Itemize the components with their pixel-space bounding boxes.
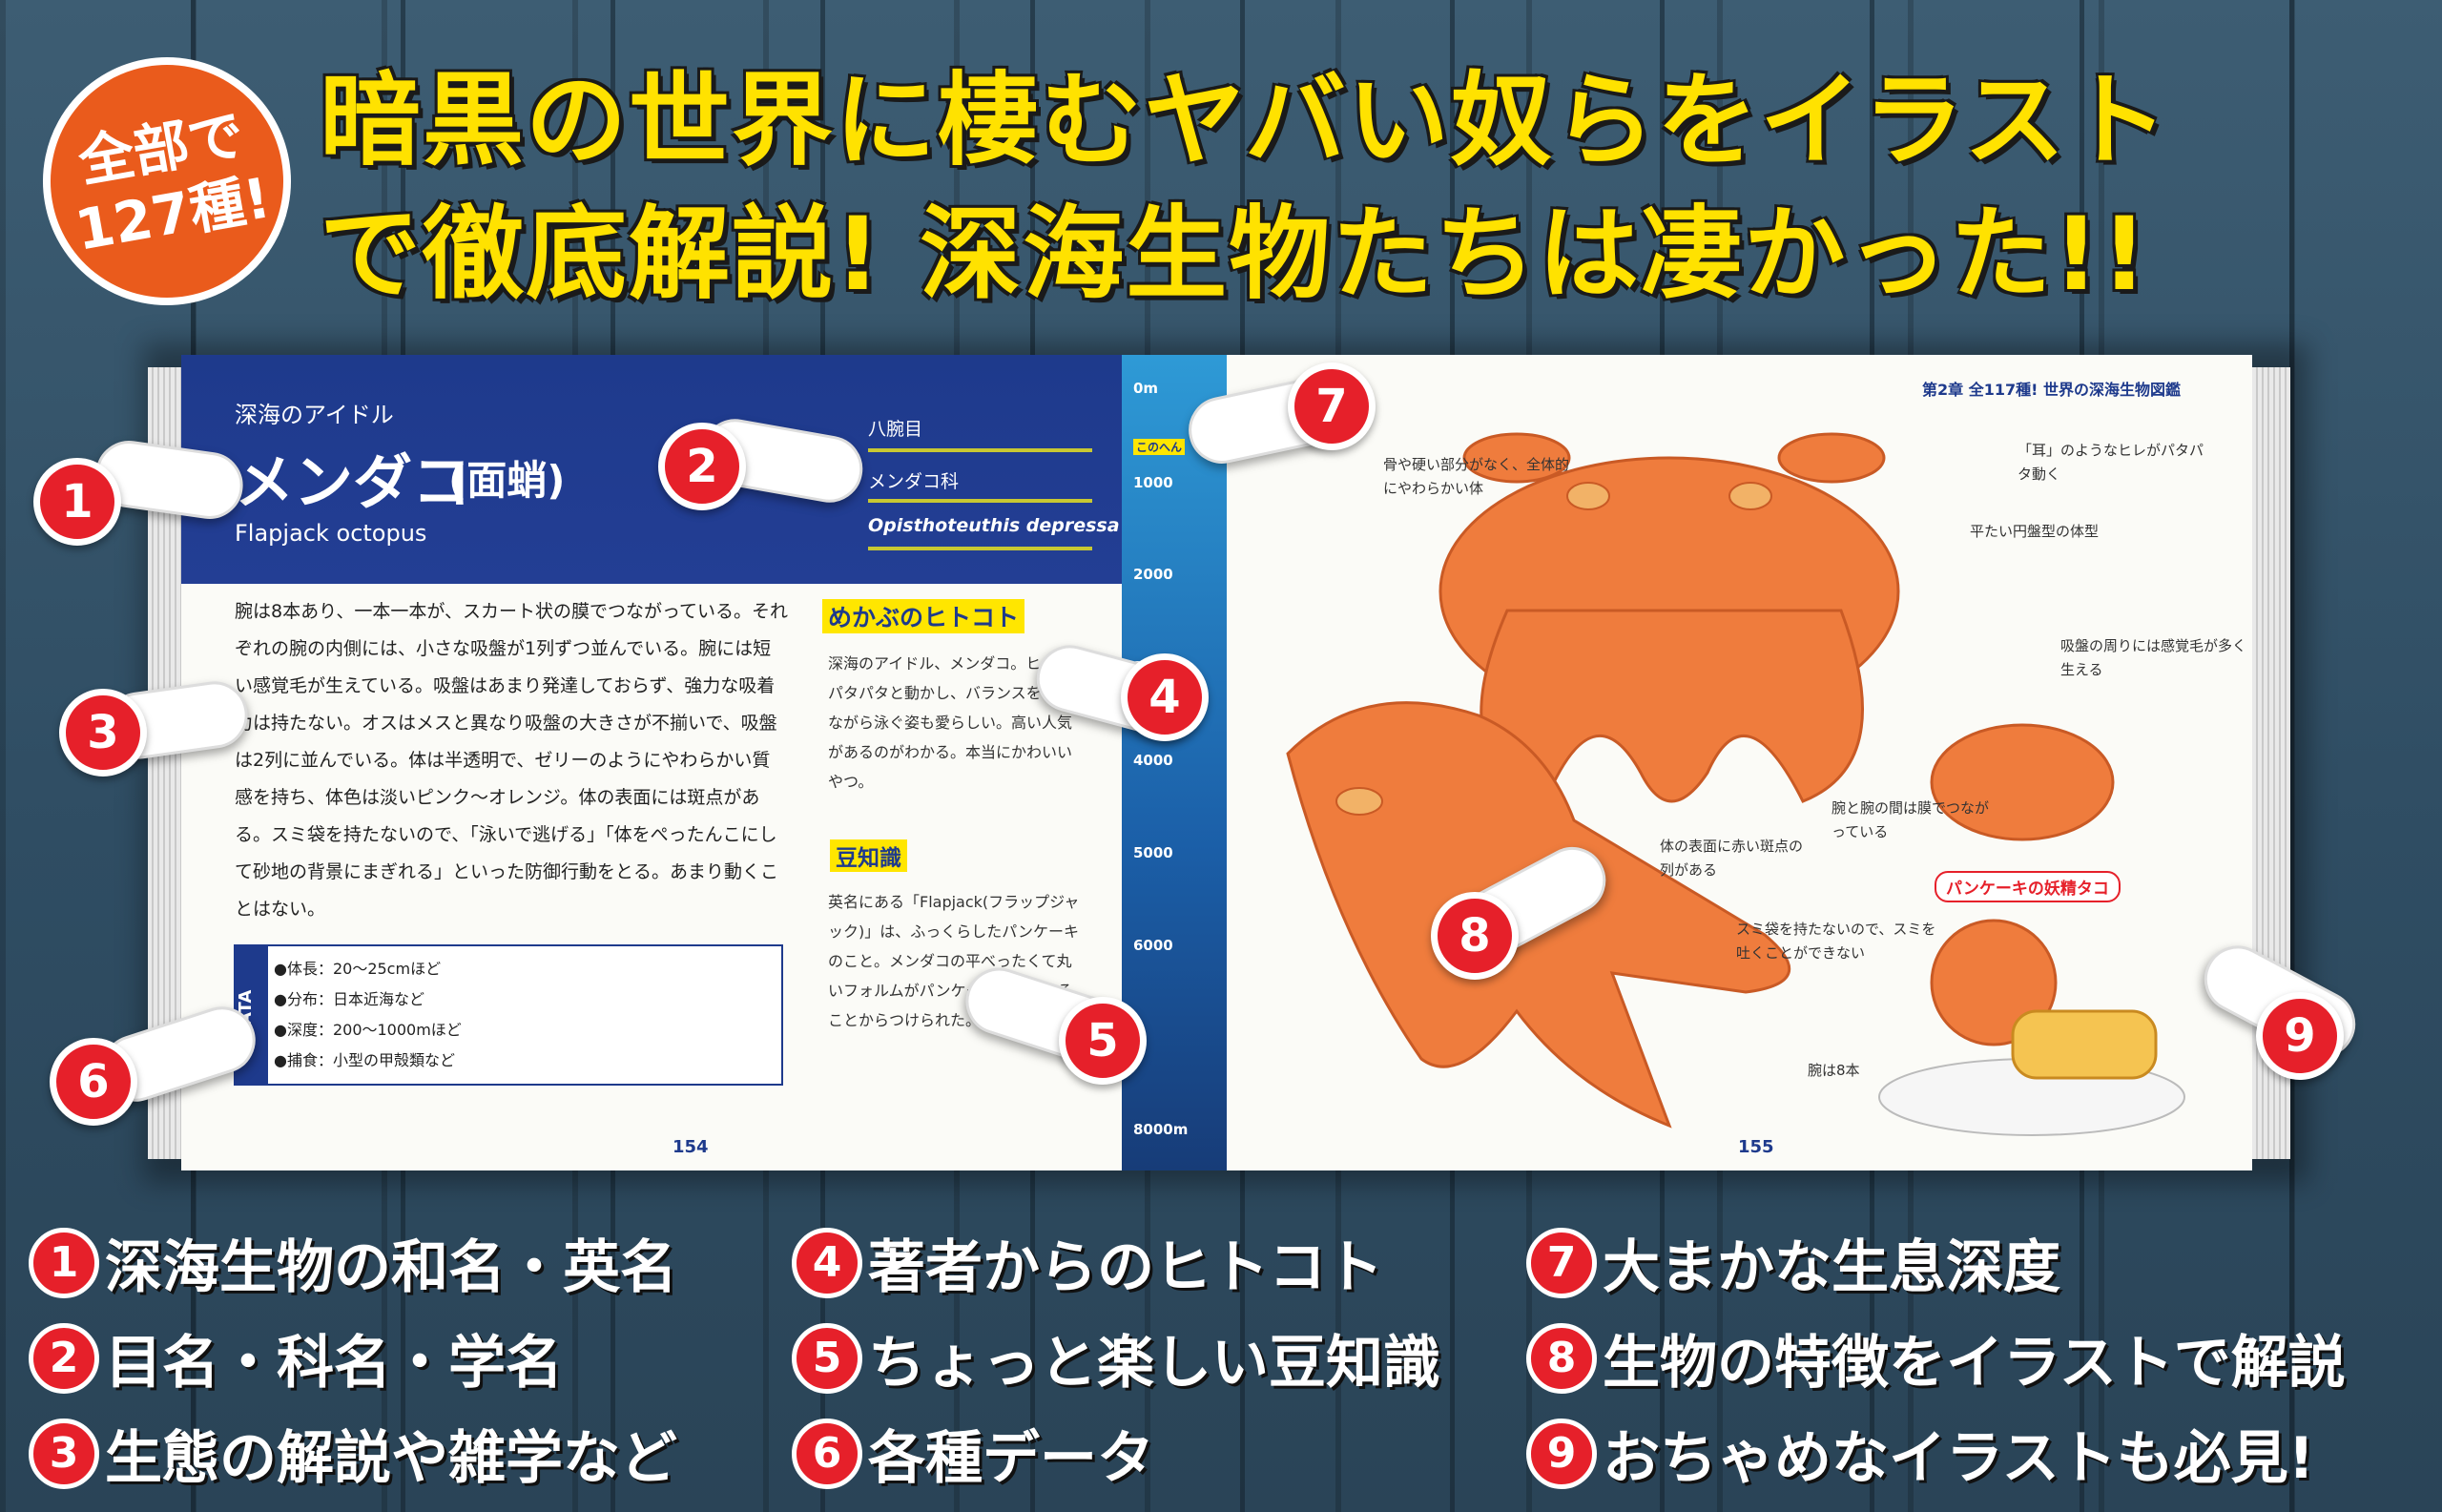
family-rule [868,499,1092,503]
legend-item-4: 4 著者からのヒトコト [792,1221,1383,1304]
depth-label-5000: 5000 [1133,844,1173,861]
legend-number: 9 [1526,1418,1597,1489]
legend-number: 4 [792,1227,862,1298]
legend-item-6: 6 各種データ [792,1412,1154,1495]
depth-label-0: 0m [1133,380,1159,397]
headline-line-2: で徹底解説! 深海生物たちは凄かった!! [320,196,2149,313]
depth-label-2000: 2000 [1133,566,1173,583]
legend-item-2: 2 目名・科名・学名 [29,1316,563,1399]
page-number-right: 155 [1738,1137,1774,1157]
callout-3: 3 [59,689,147,777]
species-kicker: 深海のアイドル [235,402,394,428]
octopus-illustration [1286,432,2185,1136]
annotation-no-ink: スミ袋を持たないので、スミを吐くことができない [1736,921,1936,962]
data-body-length: ●体長：20〜25cmほど [274,960,442,978]
octopus-fin-left [1462,432,1571,484]
legend-text: ちょっと楽しい豆知識 [868,1330,1440,1397]
annotation-ear-fins: 「耳」のようなヒレがパタパタ動く [2018,442,2204,483]
pancake-stack [2011,1009,2158,1080]
scientific-rule [868,547,1092,550]
legend-number: 5 [792,1322,862,1394]
legend-item-9: 9 おちゃめなイラストも必見! [1526,1412,2314,1495]
annotation-red-spots: 体の表面に赤い斑点の列がある [1660,838,1804,879]
octopus-side-eye [1335,787,1383,816]
callout-1: 1 [33,458,121,546]
annotation-flat-body: 平たい円盤型の体型 [1970,523,2100,540]
octopus-eye-left [1566,482,1610,510]
legend-text: 深海生物の和名・英名 [105,1234,677,1301]
legend-number: 8 [1526,1322,1597,1394]
species-name-en: Flapjack octopus [235,520,427,547]
legend-number: 1 [29,1227,99,1298]
family-name: メンダコ科 [868,471,960,492]
legend-number: 6 [792,1418,862,1489]
data-distribution: ●分布：日本近海など [274,990,424,1008]
species-name-ja: メンダコ [235,447,472,517]
depth-label-4000: 4000 [1133,752,1173,769]
depth-label-6000: 6000 [1133,937,1173,954]
trivia-title: 豆知識 [830,839,907,872]
depth-label-1000: 1000 [1133,474,1173,491]
octopus-eye-right [1728,482,1772,510]
pancake-fairy-label: パンケーキの妖精タコ [1935,871,2121,902]
callout-6: 6 [50,1038,137,1126]
callout-5: 5 [1059,997,1147,1085]
callout-9: 9 [2256,992,2344,1080]
legend-item-7: 7 大まかな生息深度 [1526,1221,2060,1304]
wood-plank-divider [2289,0,2294,1512]
author-comment-title: めかぶのヒトコト [822,599,1025,633]
annotation-webbed-arms: 腕と腕の間は膜でつながっている [1832,799,1990,840]
legend-item-8: 8 生物の特徴をイラストで解説 [1526,1316,2346,1399]
ecology-text: 腕は8本あり、一本一本が、スカート状の膜でつながっている。それぞれの腕の内側には… [235,601,789,920]
data-depth: ●深度：200〜1000mほど [274,1021,462,1039]
legend-text: おちゃめなイラストも必見! [1603,1425,2315,1492]
legend-text: 生態の解説や雑学など [105,1425,677,1492]
order-name: 八腕目 [868,419,923,440]
legend-item-3: 3 生態の解説や雑学など [29,1412,677,1495]
scientific-name: Opisthoteuthis depressa [868,515,1120,536]
annotation-eight-arms: 腕は8本 [1808,1062,1860,1079]
legend-text: 各種データ [868,1425,1154,1492]
headline-line-1: 暗黒の世界に棲むヤバい奴らをイラスト [320,62,2170,179]
data-box: DATA ●体長：20〜25cmほど ●分布：日本近海など ●深度：200〜10… [234,944,783,1086]
page-number-left: 154 [673,1137,709,1157]
octopus-bottom-view [1930,723,2115,841]
annotation-sensory-hairs: 吸盤の周りには感覚毛が多く生える [2060,637,2247,678]
depth-here-marker: このへん [1133,439,1186,455]
callout-7: 7 [1288,362,1376,450]
species-header [181,355,1122,584]
annotation-soft-body: 骨や硬い部分がなく、全体的にやわらかい体 [1383,456,1570,497]
callout-2: 2 [658,423,746,510]
data-diet: ●捕食：小型の甲殻類など [274,1051,455,1069]
legend-text: 大まかな生息深度 [1603,1234,2060,1301]
species-name-kanji: (面蛸) [448,457,566,504]
legend-item-1: 1 深海生物の和名・英名 [29,1221,677,1304]
chapter-header: 第2章 全117種! 世界の深海生物図鑑 [1922,381,2181,399]
legend-number: 7 [1526,1227,1597,1298]
legend-text: 著者からのヒトコト [868,1234,1383,1301]
callout-8: 8 [1431,892,1519,980]
author-comment-text: 深海のアイドル、メンダコ。ヒレをパタパタと動かし、バランスをとりながら泳ぐ姿も愛… [828,654,1073,791]
callout-4: 4 [1121,653,1209,741]
legend-number: 3 [29,1418,99,1489]
trivia-text: 英名にある「Flapjack(フラップジャック)」は、ふっくらしたパンケーキのこ… [828,893,1080,1029]
legend-text: 生物の特徴をイラストで解説 [1603,1330,2346,1397]
octopus-fin-right [1777,432,1886,484]
legend-item-5: 5 ちょっと楽しい豆知識 [792,1316,1440,1399]
legend-text: 目名・科名・学名 [105,1330,563,1397]
order-rule [868,448,1092,452]
depth-label-8000: 8000m [1133,1121,1189,1138]
legend-number: 2 [29,1322,99,1394]
